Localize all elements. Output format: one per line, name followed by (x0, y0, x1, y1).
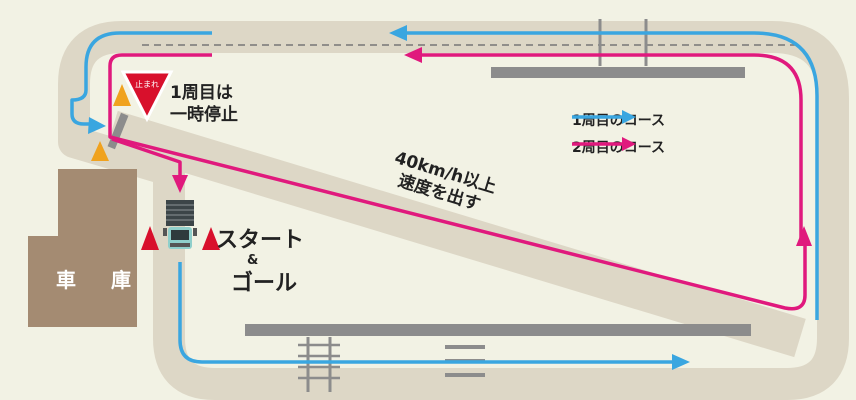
pylon-icons (141, 226, 220, 250)
top-rail-crossing (598, 19, 648, 66)
start-label: スタート (216, 228, 305, 253)
stop-label-line1: 1周目は (170, 83, 233, 103)
legend-lap2: 2周目のコース (572, 137, 665, 157)
bottom-gray-bar (245, 324, 751, 336)
stop-sign-text: 止まれ (135, 79, 159, 89)
lap2-legend-arrow-icon (572, 137, 636, 151)
truck-icon (163, 200, 197, 249)
road-loop (58, 21, 849, 400)
legend-lap1: 1周目のコース (572, 110, 665, 130)
goal-label: ゴール (231, 271, 298, 296)
lap1-route (70, 31, 819, 364)
garage-building (28, 169, 137, 327)
first-lap-stop-label: 1周目は 一時停止 (170, 82, 238, 126)
garage-label: 車 庫 (56, 268, 145, 292)
lap2-arrowheads (172, 47, 812, 246)
stop-sign-icon: 止まれ (120, 70, 174, 123)
top-gray-bar (491, 67, 745, 78)
road-diagonal (106, 110, 806, 358)
lap1-legend-arrow-icon (572, 110, 636, 124)
start-goal-ampersand: & (247, 253, 259, 268)
lap2-route (108, 53, 807, 311)
stop-label-line2: 一時停止 (170, 105, 238, 125)
lap1-arrowheads (88, 25, 690, 370)
cone-icons (91, 84, 131, 161)
